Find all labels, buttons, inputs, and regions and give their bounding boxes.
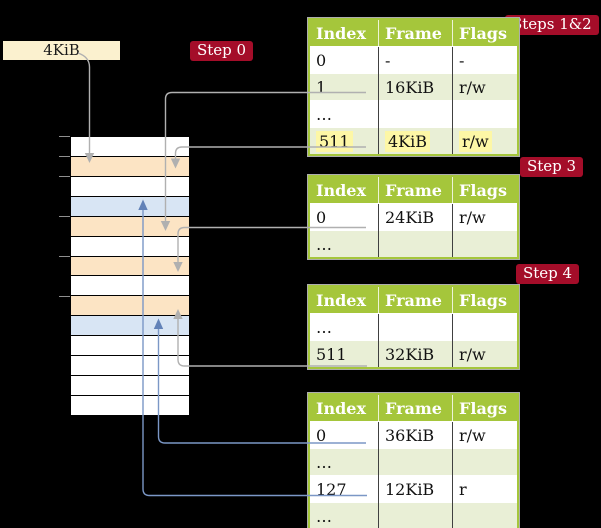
cell-index: 0 [316, 50, 327, 70]
memory-frame-row [71, 296, 189, 317]
table-row: … [309, 313, 518, 341]
memory-frame-row [71, 316, 189, 337]
column-header-index: Index [309, 394, 379, 422]
frame-boundary-tick [59, 296, 70, 297]
cell-index: … [316, 104, 332, 124]
table-row: … [309, 100, 518, 128]
cell-flags [452, 502, 518, 528]
cell-frame: - [378, 46, 453, 74]
column-header-index: Index [309, 286, 379, 314]
memory-frame-row [71, 356, 189, 377]
memory-frame-row [71, 216, 189, 237]
column-header-index: Index [309, 176, 379, 204]
page-table-2: Index Frame Flags 0 24KiB r/w … [307, 174, 520, 260]
cell-index: … [316, 452, 332, 472]
column-header-flags: Flags [452, 394, 518, 422]
highlight: 511 [316, 130, 353, 152]
table-row: … [309, 230, 518, 258]
table-row: 1 16KiB r/w [309, 73, 518, 101]
memory-frame-row [71, 196, 189, 217]
cell-flags: r [452, 475, 518, 503]
column-header-flags: Flags [452, 176, 518, 204]
column-header-frame: Frame [378, 286, 453, 314]
cell-index: … [316, 317, 332, 337]
table-row: 127 12KiB r [309, 475, 518, 503]
cell-frame [378, 502, 453, 528]
column-header-frame: Frame [378, 19, 453, 47]
memory-frame-row [71, 336, 189, 357]
column-header-frame: Frame [378, 394, 453, 422]
highlight: r/w [459, 130, 492, 152]
cell-index: 127 [316, 479, 347, 499]
cell-flags [452, 230, 518, 258]
cell-frame [378, 448, 453, 476]
cell-flags: r/w [452, 203, 518, 231]
table-row: 0 - - [309, 46, 518, 74]
memory-frame-row [71, 276, 189, 297]
memory-frame-row [71, 236, 189, 257]
cell-flags [452, 313, 518, 341]
cell-flags: r/w [452, 421, 518, 449]
cell-flags: r/w [452, 127, 518, 155]
cell-flags [452, 448, 518, 476]
cell-frame [378, 313, 453, 341]
memory-frame-row [71, 156, 189, 177]
cell-flags: r/w [452, 340, 518, 368]
cell-frame: 12KiB [378, 475, 453, 503]
table-row: 0 24KiB r/w [309, 203, 518, 231]
cell-frame: 4KiB [378, 127, 453, 155]
table-row-highlighted: 511 4KiB r/w [309, 127, 518, 156]
column-header-index: Index [309, 19, 379, 47]
cell-frame: 36KiB [378, 421, 453, 449]
column-header-flags: Flags [452, 19, 518, 47]
column-header-frame: Frame [378, 176, 453, 204]
cell-index: 1 [316, 77, 327, 97]
step-3-label: Step 3 [520, 157, 584, 177]
cell-index: 0 [316, 425, 327, 445]
page-table-4: Index Frame Flags 0 36KiB r/w … 127 12Ki… [307, 392, 520, 528]
memory-frame-row [71, 137, 189, 157]
page-table-3: Index Frame Flags … 511 32KiB r/w [307, 284, 520, 370]
memory-frame-row [71, 256, 189, 277]
memory-frame-row [71, 176, 189, 197]
table-header-row: Index Frame Flags [309, 286, 518, 314]
table-row: … [309, 448, 518, 476]
cell-flags [452, 100, 518, 128]
cell-frame: 16KiB [378, 73, 453, 101]
cell-frame: 24KiB [378, 203, 453, 231]
table-header-row: Index Frame Flags [309, 394, 518, 422]
frame-boundary-tick [59, 176, 70, 177]
physical-memory-column [70, 136, 190, 416]
frame-boundary-tick [59, 136, 70, 137]
table-header-row: Index Frame Flags [309, 19, 518, 47]
step-0-label: Step 0 [190, 41, 254, 61]
frame-boundary-tick [59, 156, 70, 157]
column-header-flags: Flags [452, 286, 518, 314]
cell-frame [378, 100, 453, 128]
table-row: 511 32KiB r/w [309, 340, 518, 368]
cell-frame: 32KiB [378, 340, 453, 368]
memory-frame-row [71, 395, 189, 415]
cell-index: 511 [309, 128, 379, 156]
cell-index: … [316, 234, 332, 254]
frame-boundary-tick [59, 216, 70, 217]
page-table-1: Index Frame Flags 0 - - 1 16KiB r/w … 51… [307, 17, 520, 157]
cell-flags: - [452, 46, 518, 74]
step-4-label: Step 4 [516, 264, 580, 284]
frame-size-label: 4KiB [3, 41, 120, 60]
table-row: … [309, 502, 518, 528]
frame-boundary-tick [59, 256, 70, 257]
table-header-row: Index Frame Flags [309, 176, 518, 204]
highlight: 4KiB [385, 130, 431, 152]
cell-index: 0 [316, 207, 327, 227]
cell-frame [378, 230, 453, 258]
cell-flags: r/w [452, 73, 518, 101]
steps-1-2-label: Steps 1&2 [505, 15, 599, 35]
table-row: 0 36KiB r/w [309, 421, 518, 449]
cell-index: … [316, 506, 332, 526]
memory-frame-row [71, 376, 189, 396]
cell-index: 511 [316, 344, 347, 364]
